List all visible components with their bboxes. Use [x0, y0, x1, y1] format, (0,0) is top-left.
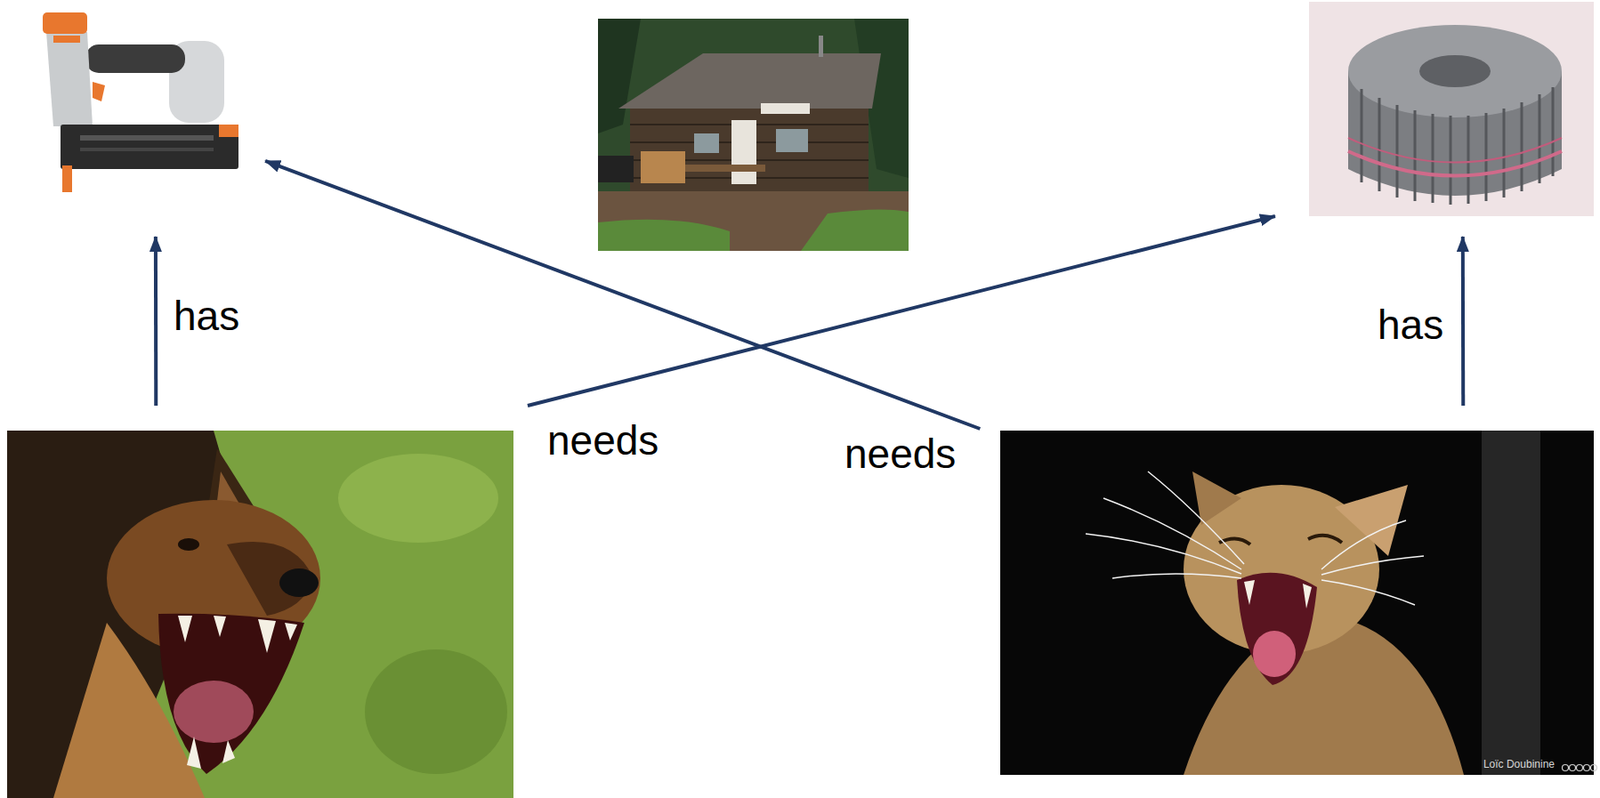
image-panel — [1309, 1, 1594, 217]
image-panel — [7, 430, 514, 798]
edge-label: needs — [841, 431, 959, 477]
edge-label: has — [1374, 302, 1447, 348]
image-panel — [30, 9, 241, 194]
relation-arrow — [153, 236, 158, 406]
relation-arrow — [1461, 236, 1465, 406]
cat-picture — [1000, 430, 1598, 776]
watermark-text: Loïc Doubinine — [1483, 759, 1555, 771]
edge-label: has — [170, 293, 243, 340]
edge-label: needs — [544, 418, 662, 464]
nail-gun-picture — [30, 9, 241, 194]
relation-arrow — [265, 161, 980, 429]
relation-arrow — [527, 216, 1276, 406]
nail-coil-picture — [1309, 1, 1594, 217]
image-panel: Loïc Doubinine — [1000, 430, 1594, 776]
image-panel — [597, 18, 909, 251]
dog-picture — [7, 430, 514, 798]
cabin-picture — [597, 18, 909, 251]
